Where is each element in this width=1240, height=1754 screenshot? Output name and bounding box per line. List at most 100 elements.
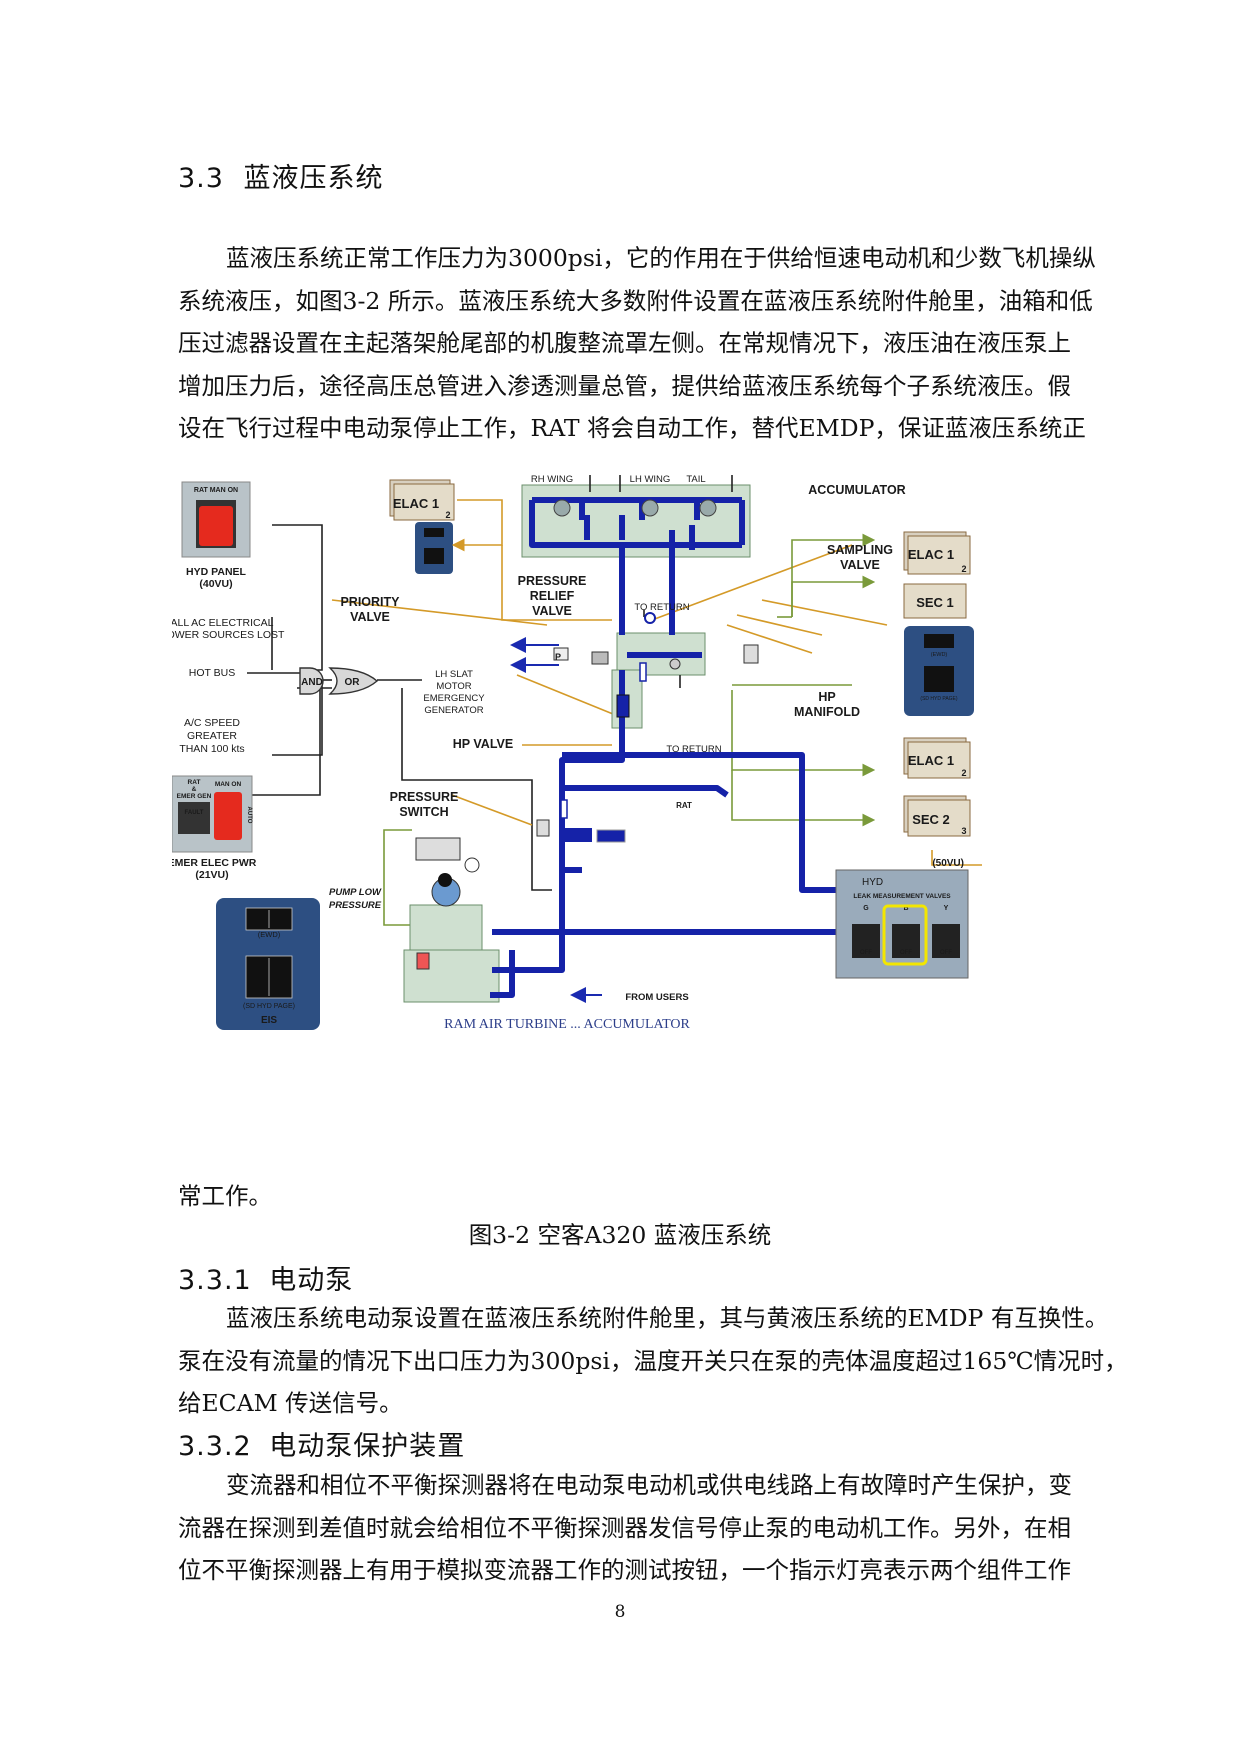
y-label: Y	[944, 905, 949, 912]
hp-manifold-label-2: MANIFOLD	[794, 705, 860, 719]
and-gate-label: AND	[301, 677, 323, 688]
priority-valve-label: PRIORITY	[340, 595, 400, 609]
paragraph-line: 常工作。	[178, 1182, 272, 1210]
subsection-title: 电动泵保护装置	[269, 1431, 466, 1462]
leak-valve-y-button[interactable]: OFF	[932, 924, 960, 958]
rat-emer-gen-switch[interactable]: RAT & EMER GEN MAN ON FAULT AUTO	[172, 775, 253, 853]
vu50-label: (50VU)	[932, 858, 964, 869]
elac-sub-label: 2	[961, 768, 966, 778]
man-on-label: MAN ON	[215, 781, 242, 788]
ewd-label-right: (EWD)	[931, 652, 948, 658]
all-ac-label: ALL AC ELECTRICAL	[172, 617, 274, 629]
leak-valve-g-button[interactable]: OFF	[852, 924, 880, 958]
sd-hyd-page-label: (SD HYD PAGE)	[243, 1003, 295, 1010]
lh-wing-label: LH WING	[630, 474, 671, 485]
and-gate: AND	[299, 667, 324, 695]
hp-valve-label: HP VALVE	[453, 737, 513, 751]
b-label: B	[903, 905, 908, 912]
paragraph-line: 蓝液压系统正常工作压力为3000psi，它的作用在于供给恒速电动机和少数飞机操纵	[226, 244, 1096, 272]
paragraph-line: 位不平衡探测器上有用于模拟变流器工作的测试按钮，一个指示灯亮表示两个组件工作	[178, 1556, 1071, 1584]
elac1-label: ELAC 1	[908, 753, 954, 768]
relief-valve-label-2: RELIEF	[530, 589, 575, 603]
elac1-box-top: ELAC 1 2	[389, 479, 455, 521]
all-ac-label-2: POWER SOURCES LOST	[172, 629, 285, 641]
paragraph-line: 流器在探测到差值时就会给相位不平衡探测器发信号停止泵的电动机工作。另外，在相	[178, 1513, 1071, 1542]
sec2-sub-label: 3	[961, 826, 966, 836]
paragraph-line: 给ECAM 传送信号。	[178, 1389, 403, 1417]
hyd-label: HYD	[862, 877, 883, 888]
g-label: G	[863, 905, 869, 912]
fault-label: FAULT	[185, 810, 204, 816]
off-label: OFF	[860, 950, 872, 956]
sampling-valve-label-2: VALVE	[840, 558, 880, 572]
eis-panel-left: (EWD) (SD HYD PAGE) EIS	[216, 898, 320, 1030]
emer-elec-vu-label: (21VU)	[195, 869, 228, 881]
elac1-label: ELAC 1	[908, 547, 954, 562]
lh-slat-label: LH SLAT	[435, 669, 473, 680]
or-gate: OR	[328, 667, 379, 695]
intro-paragraph-tail: 常工作。	[178, 1175, 1154, 1218]
off-label: OFF	[940, 950, 952, 956]
eis-panel-right: (EWD) (SD HYD PAGE)	[904, 626, 974, 716]
eis-panel-small	[415, 522, 453, 574]
pressure-switch-label: PRESSURE	[390, 790, 459, 804]
subsection-number: 3.3.2	[178, 1431, 252, 1462]
component-icons	[415, 499, 861, 970]
tail-label: TAIL	[686, 474, 705, 485]
rat-emer-label-3: EMER GEN	[177, 793, 212, 800]
subsection-title: 电动泵	[269, 1265, 354, 1296]
accumulator-label: ACCUMULATOR	[808, 483, 905, 497]
section-heading: 3.3 蓝液压系统	[178, 156, 384, 195]
pressure-switch-label-2: SWITCH	[399, 805, 448, 819]
or-gate-label: OR	[345, 677, 361, 688]
sec1-label: SEC 1	[916, 595, 954, 610]
paragraph-line: 蓝液压系统电动泵设置在蓝液压系统附件舱里，其与黄液压系统的EMDP 有互换性。	[226, 1304, 1109, 1332]
relief-valve-label-3: VALVE	[532, 604, 572, 618]
rat-emer-label-1: RAT	[188, 779, 201, 786]
ac-speed-label-2: GREATER	[187, 730, 237, 742]
hot-bus-label: HOT BUS	[189, 667, 235, 679]
page-number: 8	[614, 1602, 626, 1622]
leak-valve-b-button[interactable]: OFF	[882, 904, 928, 966]
paragraph-line: 变流器和相位不平衡探测器将在电动泵电动机或供电线路上有故障时产生保护，变	[226, 1471, 1072, 1499]
rat-man-on-switch[interactable]: RAT MAN ON	[181, 481, 251, 558]
p-port-label: P	[555, 652, 561, 662]
subsection-heading-331: 3.3.1 电动泵	[178, 1258, 353, 1297]
hyd-panel-label: HYD PANEL	[186, 566, 246, 578]
pump-low-label: PUMP LOW	[329, 887, 382, 898]
auto-label: AUTO	[246, 807, 252, 824]
rh-wing-label: RH WING	[531, 474, 573, 485]
rat-label: RAT	[676, 801, 692, 810]
section-number: 3.3	[178, 163, 224, 194]
sec1-box: SEC 1	[903, 583, 967, 619]
elac-sub-label: 2	[961, 564, 966, 574]
paragraph-line: 增加压力后，途径高压总管进入渗透测量总管，提供给蓝液压系统每个子系统液压。假	[178, 371, 1071, 400]
sec2-label: SEC 2	[912, 812, 950, 827]
lh-slat-label-3: EMERGENCY	[423, 693, 485, 704]
elac1-box-right: ELAC 1 2	[903, 531, 971, 575]
paragraph-line: 泵在没有流量的情况下出口压力为300psi，温度开关只在泵的壳体温度超过165℃…	[178, 1346, 1128, 1375]
computer-feed-lines	[383, 533, 876, 926]
elac-sub-label: 2	[445, 510, 450, 520]
paragraph-line: 压过滤器设置在主起落架舱尾部的机腹整流罩左侧。在常规情况下，液压油在液压泵上	[178, 329, 1071, 357]
lh-slat-label-2: MOTOR	[436, 681, 471, 692]
leak-valves-label: LEAK MEASUREMENT VALVES	[853, 893, 951, 900]
rat-emer-label-2: &	[192, 786, 197, 793]
section-title: 蓝液压系统	[243, 163, 384, 194]
lh-slat-label-4: GENERATOR	[424, 705, 483, 716]
subsection-heading-332: 3.3.2 电动泵保护装置	[178, 1424, 465, 1463]
inner-figure-caption: RAM AIR TURBINE ... ACCUMULATOR	[444, 1017, 690, 1032]
hyd-leak-panel: (50VU) HYD LEAK MEASUREMENT VALVES G B Y	[835, 858, 969, 979]
logic-wiring	[247, 524, 552, 891]
elac1-label: ELAC 1	[393, 496, 439, 511]
to-return-label-bottom: TO RETURN	[666, 744, 721, 755]
ewd-label: (EWD)	[258, 930, 281, 939]
highlight-box	[882, 904, 928, 966]
off-label: OFF	[900, 950, 912, 956]
priority-valve-label-2: VALVE	[350, 610, 390, 624]
ac-speed-label-3: THAN 100 kts	[179, 743, 244, 755]
emer-elec-label: EMER ELEC PWR	[172, 857, 257, 869]
sampling-valve-label: SAMPLING	[827, 543, 893, 557]
paragraph-332: 变流器和相位不平衡探测器将在电动泵电动机或供电线路上有故障时产生保护，变 流器在…	[178, 1464, 1154, 1592]
to-return-label-top: TO RETURN	[634, 602, 689, 613]
